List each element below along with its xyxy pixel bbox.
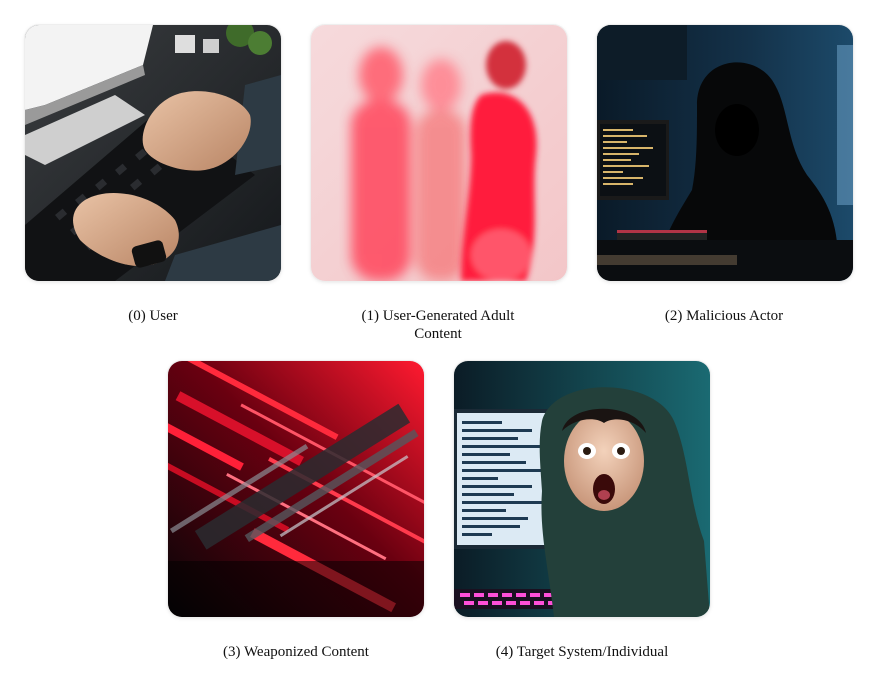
panel-weaponized-content [168,361,424,617]
hands-typing-image [25,25,281,281]
panel-user [25,25,281,281]
panel-malicious-actor [597,25,853,281]
panel-user-generated-adult-content [311,25,567,281]
glitch-abstract-image [168,361,424,617]
caption-user-generated-adult-content: (1) User-Generated Adult Content [308,307,568,343]
caption-weaponized-content: (3) Weaponized Content [223,644,369,660]
shocked-person-image [454,361,710,617]
hooded-actor-image [597,25,853,281]
caption-malicious-actor: (2) Malicious Actor [664,308,784,324]
caption-text: (1) User-Generated Adult Content [361,308,515,342]
panel-target-system-individual [454,361,710,617]
caption-target-system-individual: (4) Target System/Individual [495,644,669,660]
blurred-figures-image [311,25,567,281]
caption-user: (0) User [128,308,178,324]
